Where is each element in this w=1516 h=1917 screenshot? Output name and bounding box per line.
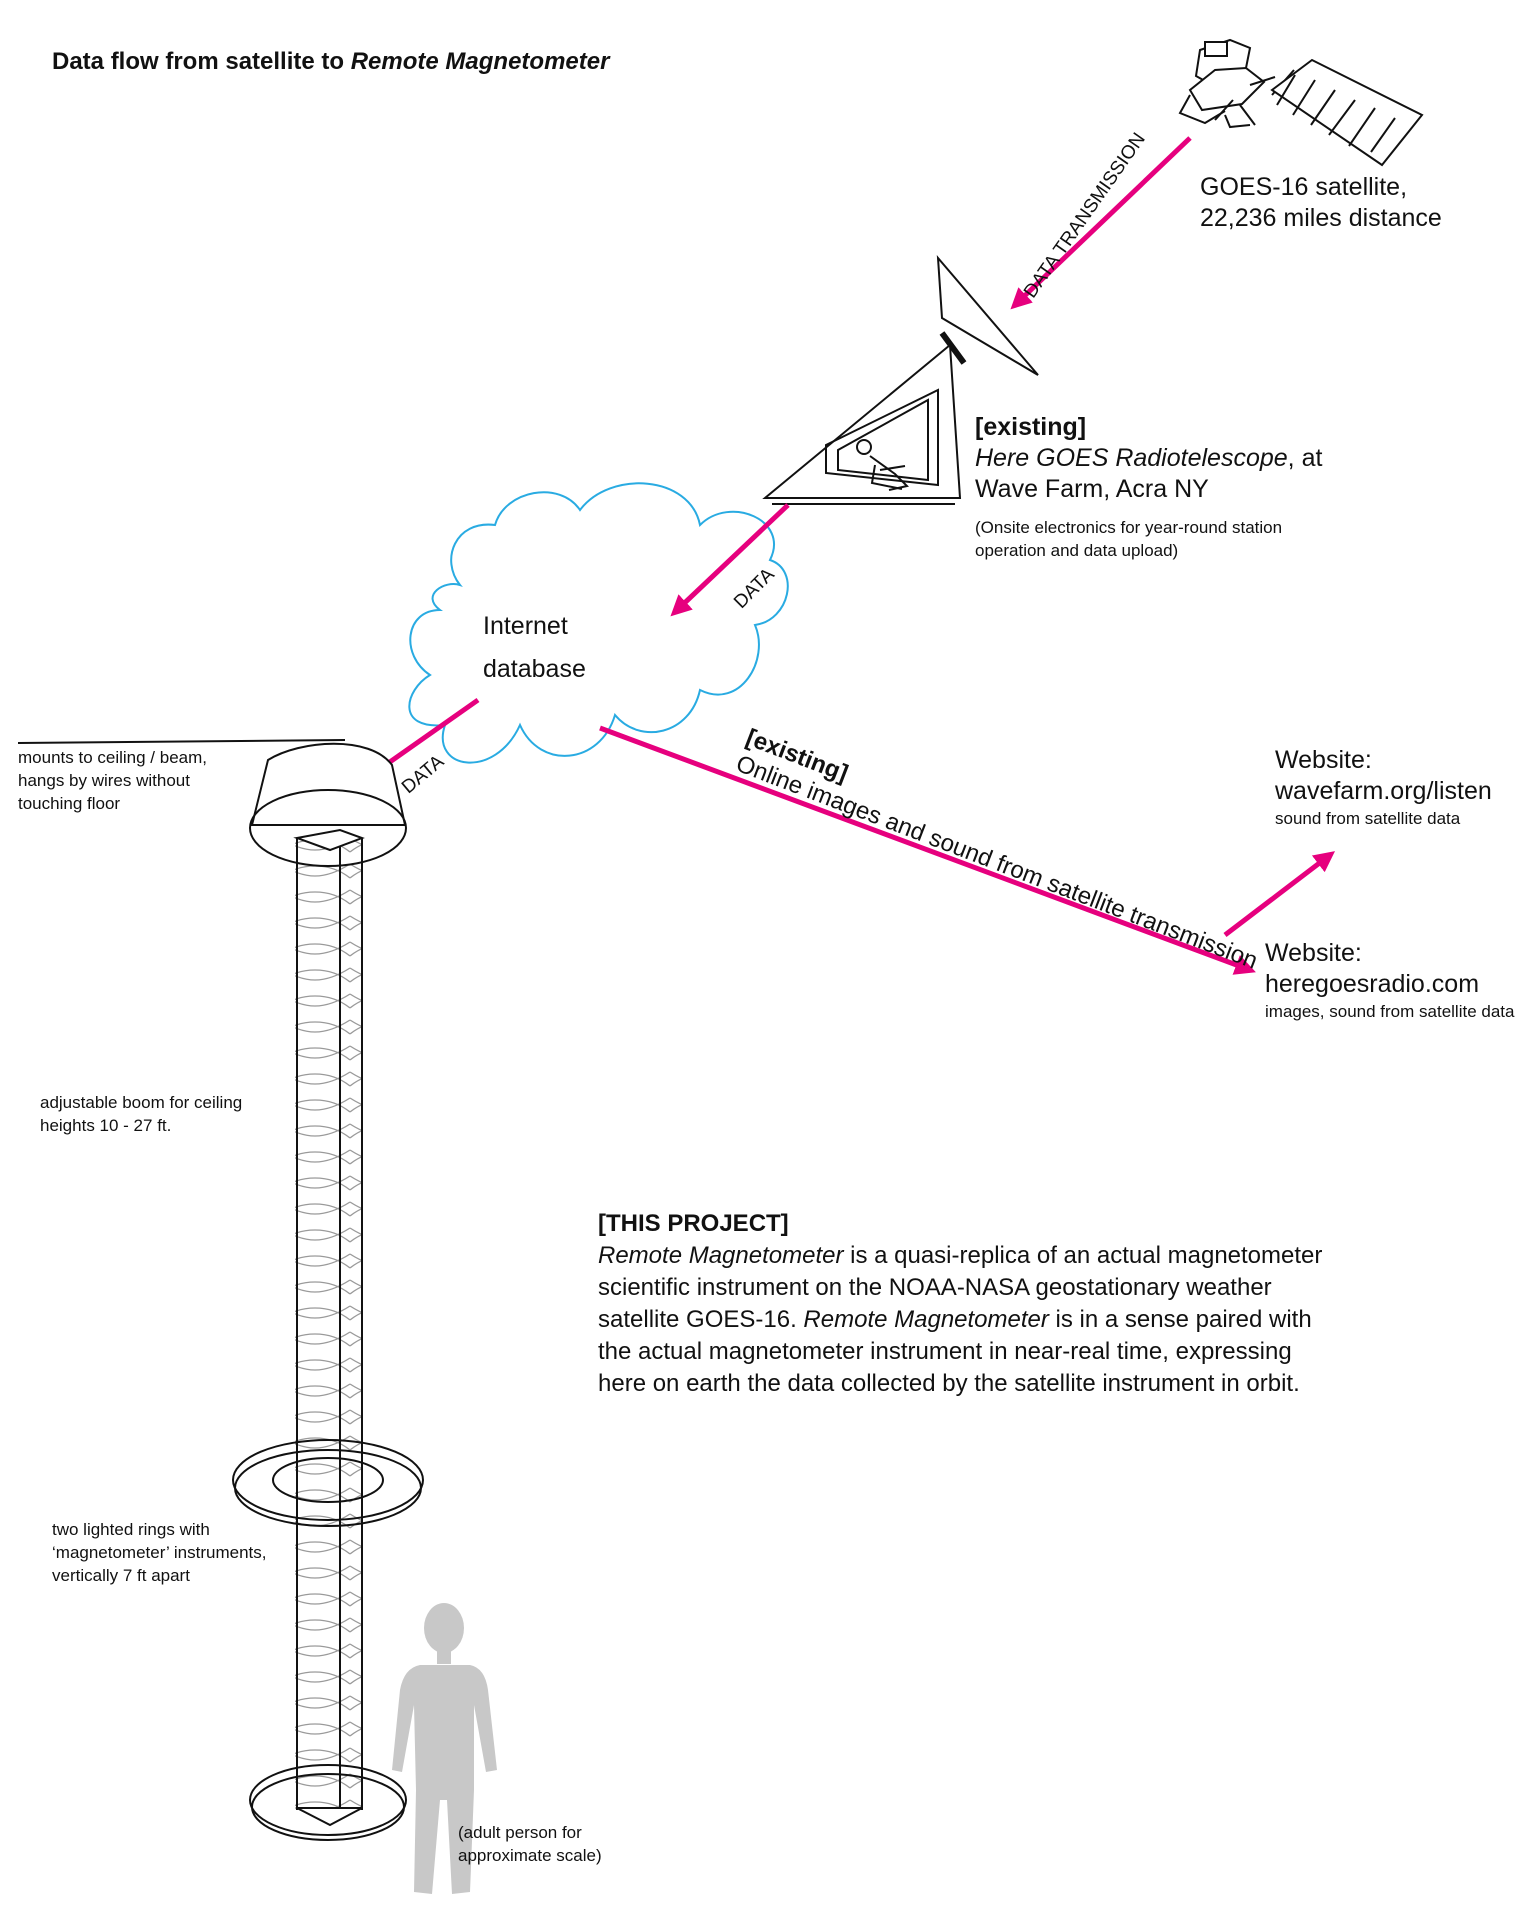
satellite-label: GOES-16 satellite, 22,236 miles distance: [1200, 173, 1442, 232]
rings-note: two lighted rings with ‘magnetometer’ in…: [52, 1520, 267, 1585]
cloud-label: Internet database: [483, 612, 586, 683]
internet-cloud: [408, 482, 789, 764]
person-note: (adult person for approximate scale): [458, 1823, 602, 1865]
project-description: [THIS PROJECT] Remote Magnetometer is a …: [598, 1210, 1323, 1397]
adult-person-silhouette: [392, 1603, 497, 1894]
seated-person-icon: [856, 439, 909, 491]
arrow-website-branch: [1223, 851, 1336, 937]
page-title: Data flow from satellite to Remote Magne…: [52, 48, 610, 75]
telescope-label: [existing] Here GOES Radiotelescope, at …: [975, 413, 1323, 503]
website-wavefarm: Website: wavefarm.org/listen sound from …: [1275, 746, 1492, 828]
solar-panel: [1270, 58, 1424, 167]
telescope-note: (Onsite electronics for year-round stati…: [975, 518, 1283, 560]
mount-note: mounts to ceiling / beam, hangs by wires…: [18, 748, 207, 813]
magnetometer-device: [232, 742, 424, 1841]
ceiling-line: [17, 739, 346, 744]
arrow-data-telescope-to-cloud: [670, 503, 790, 617]
radiotelescope-icon: [762, 255, 1039, 505]
satellite-icon: [1178, 38, 1424, 167]
website-heregoes: Website: heregoesradio.com images, sound…: [1265, 939, 1515, 1021]
arrow-online-images: [599, 725, 1256, 975]
arrow-data-transmission: [1010, 136, 1192, 310]
boom-note: adjustable boom for ceiling heights 10 -…: [40, 1093, 243, 1135]
